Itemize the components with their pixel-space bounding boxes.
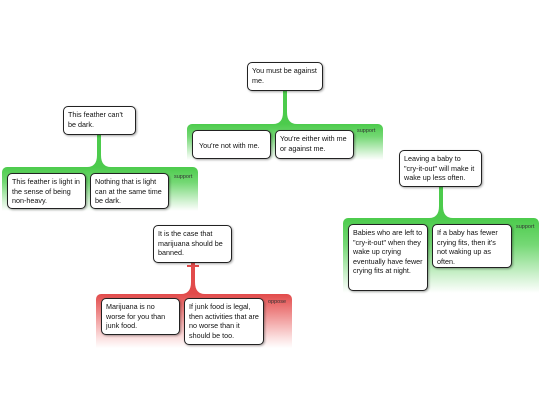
connector-flare <box>429 206 453 218</box>
reason-box[interactable]: You're either with me or against me. <box>275 130 354 159</box>
reason-box[interactable]: This feather is light in the sense of be… <box>7 173 86 209</box>
reason-box[interactable]: You're not with me. <box>192 130 271 159</box>
claim-box[interactable]: You must be against me. <box>247 62 323 91</box>
group-label-oppose: oppose <box>268 299 287 305</box>
reason-box[interactable]: Marijuana is no worse for you than junk … <box>101 298 180 335</box>
group-label-support: support <box>516 224 535 230</box>
connector-stem <box>97 135 101 167</box>
reason-box[interactable]: If a baby has fewer crying fits, then it… <box>432 224 512 268</box>
connector-stem <box>191 263 195 294</box>
claim-box[interactable]: It is the case that marijuana should be … <box>153 225 232 263</box>
connector-stem <box>283 91 287 124</box>
oppose-marker <box>187 265 199 267</box>
claim-box[interactable]: Leaving a baby to "cry-it-out" will make… <box>399 150 482 187</box>
group-label-support: support <box>357 128 376 134</box>
connector-flare <box>87 155 111 167</box>
connector-stem <box>439 187 443 218</box>
connector-flare <box>273 112 297 124</box>
reason-box[interactable]: Babies who are left to "cry-it-out" when… <box>348 224 428 291</box>
reason-box[interactable]: Nothing that is light can at the same ti… <box>90 173 169 209</box>
reason-box[interactable]: If junk food is legal, then activities t… <box>184 298 264 345</box>
connector-flare <box>181 282 205 294</box>
group-label-support: support <box>174 174 193 180</box>
claim-box[interactable]: This feather can't be dark. <box>63 106 136 135</box>
